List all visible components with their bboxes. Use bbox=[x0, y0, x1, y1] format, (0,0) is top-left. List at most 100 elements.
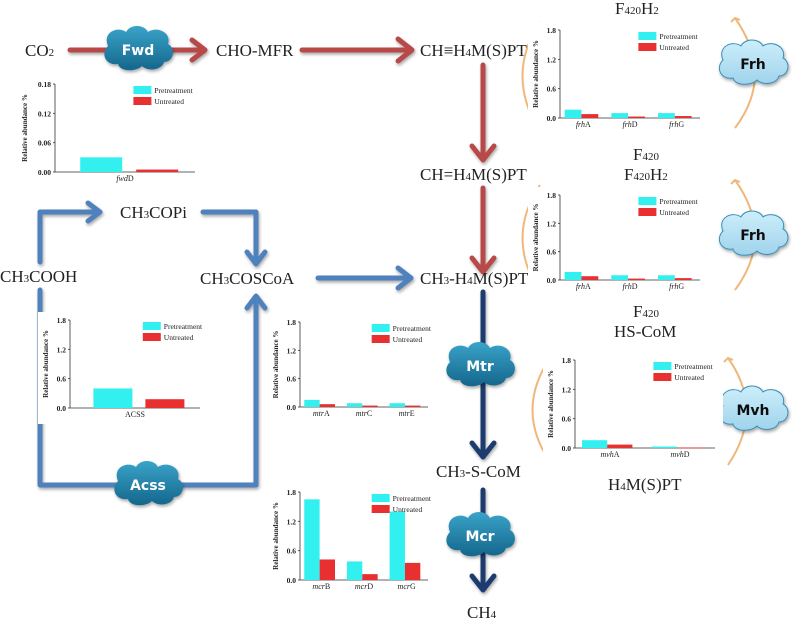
legend-label: Untreated bbox=[164, 333, 194, 342]
cofactor-f420-mid: F420 bbox=[633, 145, 659, 164]
x-tick-label: mtrE bbox=[399, 409, 415, 418]
compound-labels: CO2 CHO-MFR CH≡H4M(S)PT CH=H4M(S)PT CH3-… bbox=[0, 0, 682, 622]
bracket-right-frh1-tip bbox=[730, 16, 741, 23]
enzyme-fwd-cloud: Fwd bbox=[104, 26, 173, 71]
y-axis-label: Relative abundance % bbox=[272, 331, 280, 399]
y-tick-label: 1.2 bbox=[287, 346, 297, 355]
y-tick-label: 1.2 bbox=[287, 517, 297, 526]
bar-mcr-mcrG-untreated bbox=[404, 562, 421, 580]
legend-swatch-pretreatment bbox=[638, 32, 657, 40]
compound-ch-triple-h4mspt: CH≡H4M(S)PT bbox=[420, 41, 527, 60]
cofactor-hs-com: HS-CoM bbox=[614, 322, 676, 341]
legend-label: Untreated bbox=[393, 335, 423, 344]
compound-ch3cooh: CH3COOH bbox=[0, 267, 77, 286]
arrowhead bbox=[395, 36, 415, 64]
bar-mtr-mtrC-pretreatment bbox=[346, 403, 363, 407]
y-tick-label: 0.06 bbox=[38, 139, 51, 148]
bar-mvh-mvhA-pretreatment bbox=[582, 440, 608, 448]
bar-mtr-mtrA-pretreatment bbox=[304, 399, 320, 407]
bracket-right-frh2-tip bbox=[730, 178, 741, 185]
arrowhead bbox=[85, 200, 103, 224]
y-axis-label: Relative abundance % bbox=[547, 370, 555, 438]
cofactor-f420h2-top: F420H2 bbox=[615, 0, 659, 18]
x-tick-label: frhG bbox=[669, 120, 684, 129]
arrowhead bbox=[469, 573, 497, 593]
bar-acss-ACSS-pretreatment bbox=[93, 388, 133, 408]
legend-swatch-untreated bbox=[142, 333, 161, 341]
arrowhead bbox=[244, 293, 268, 311]
legend-label: Untreated bbox=[659, 208, 689, 217]
chart-background bbox=[543, 352, 723, 464]
y-axis-label: Relative abundance % bbox=[42, 330, 50, 398]
bar-mcr-mcrD-pretreatment bbox=[346, 561, 363, 580]
legend-label: Untreated bbox=[674, 373, 704, 382]
arrowhead bbox=[189, 37, 208, 63]
x-tick-label: mcrG bbox=[398, 582, 416, 591]
bar-mcr-mcrG-pretreatment bbox=[389, 511, 405, 580]
bar-mcr-mcrD-untreated bbox=[362, 574, 378, 580]
y-tick-label: 0.6 bbox=[287, 375, 297, 384]
enzyme-acss-label: Acss bbox=[130, 478, 166, 494]
x-tick-label: mcrD bbox=[355, 582, 373, 591]
bar-frh2-frhG-pretreatment bbox=[658, 275, 675, 280]
arrowhead bbox=[395, 265, 414, 291]
cofactor-f420-low: F420 bbox=[633, 302, 659, 321]
arrow-ch3copi-to-ch3coscoa bbox=[200, 209, 259, 265]
y-tick-label: 0.0 bbox=[287, 403, 297, 412]
legend-swatch-pretreatment bbox=[371, 494, 390, 502]
compound-ch4: CH4 bbox=[467, 603, 497, 622]
enzyme-frh2-cloud: Frh bbox=[718, 210, 789, 256]
y-tick-label: 1.8 bbox=[547, 26, 557, 35]
legend-label: Untreated bbox=[154, 97, 184, 106]
bar-frh1-frhD-untreated bbox=[628, 116, 645, 118]
y-tick-label: 0.12 bbox=[38, 109, 51, 118]
bar-mvh-mvhD-untreated bbox=[677, 447, 703, 449]
x-tick-label: ACSS bbox=[125, 410, 145, 419]
compound-ch3-s-com: CH3-S-CoM bbox=[436, 462, 521, 481]
x-tick-label: mcrB bbox=[312, 582, 330, 591]
enzyme-fwd-label: Fwd bbox=[122, 43, 155, 59]
x-tick-label: frhD bbox=[623, 120, 638, 129]
y-tick-label: 0.0 bbox=[287, 576, 297, 585]
bar-frh2-frhG-untreated bbox=[674, 278, 692, 280]
red-arrows bbox=[67, 36, 497, 275]
x-tick-label: fwdD bbox=[116, 174, 134, 183]
legend-swatch-pretreatment bbox=[142, 322, 161, 330]
y-axis-label: Relative abundance % bbox=[532, 40, 540, 108]
enzyme-mcr-label: Mcr bbox=[465, 529, 494, 545]
cofactor-f420h2-mid: F420H2 bbox=[624, 165, 668, 184]
legend-swatch-untreated bbox=[371, 505, 390, 513]
arrowhead bbox=[469, 255, 497, 275]
x-tick-label: mtrC bbox=[356, 409, 372, 418]
y-tick-label: 1.2 bbox=[57, 345, 67, 354]
legend-label: Pretreatment bbox=[674, 362, 713, 371]
compound-cho-mfr: CHO-MFR bbox=[216, 41, 294, 60]
compound-ch3-h4mspt: CH3-H4M(S)PT bbox=[420, 269, 529, 288]
enzyme-mtr-label: Mtr bbox=[466, 359, 494, 375]
y-tick-label: 0.0 bbox=[547, 276, 557, 285]
y-tick-label: 0.00 bbox=[38, 168, 51, 177]
x-tick-label: frhA bbox=[576, 120, 591, 129]
bar-frh2-frhD-pretreatment bbox=[611, 275, 629, 280]
bar-frh2-frhA-pretreatment bbox=[564, 271, 582, 280]
y-tick-label: 0.0 bbox=[57, 404, 67, 413]
y-tick-label: 0.6 bbox=[57, 375, 67, 384]
compound-ch3coscoa: CH3COSCoA bbox=[200, 269, 295, 288]
bar-mtr-mtrA-untreated bbox=[319, 404, 335, 407]
enzyme-acss-cloud: Acss bbox=[114, 461, 183, 506]
y-tick-label: 1.8 bbox=[57, 316, 67, 325]
cofactor-h4mspt: H4M(S)PT bbox=[608, 475, 682, 494]
bar-frh1-frhA-pretreatment bbox=[564, 109, 582, 118]
enzyme-mvh-label: Mvh bbox=[736, 403, 769, 419]
y-tick-label: 1.2 bbox=[547, 219, 557, 228]
legend-swatch-untreated bbox=[653, 373, 672, 381]
bar-mtr-mtrE-pretreatment bbox=[389, 403, 405, 407]
legend-label: Untreated bbox=[659, 43, 689, 52]
legend-swatch-untreated bbox=[638, 43, 657, 51]
